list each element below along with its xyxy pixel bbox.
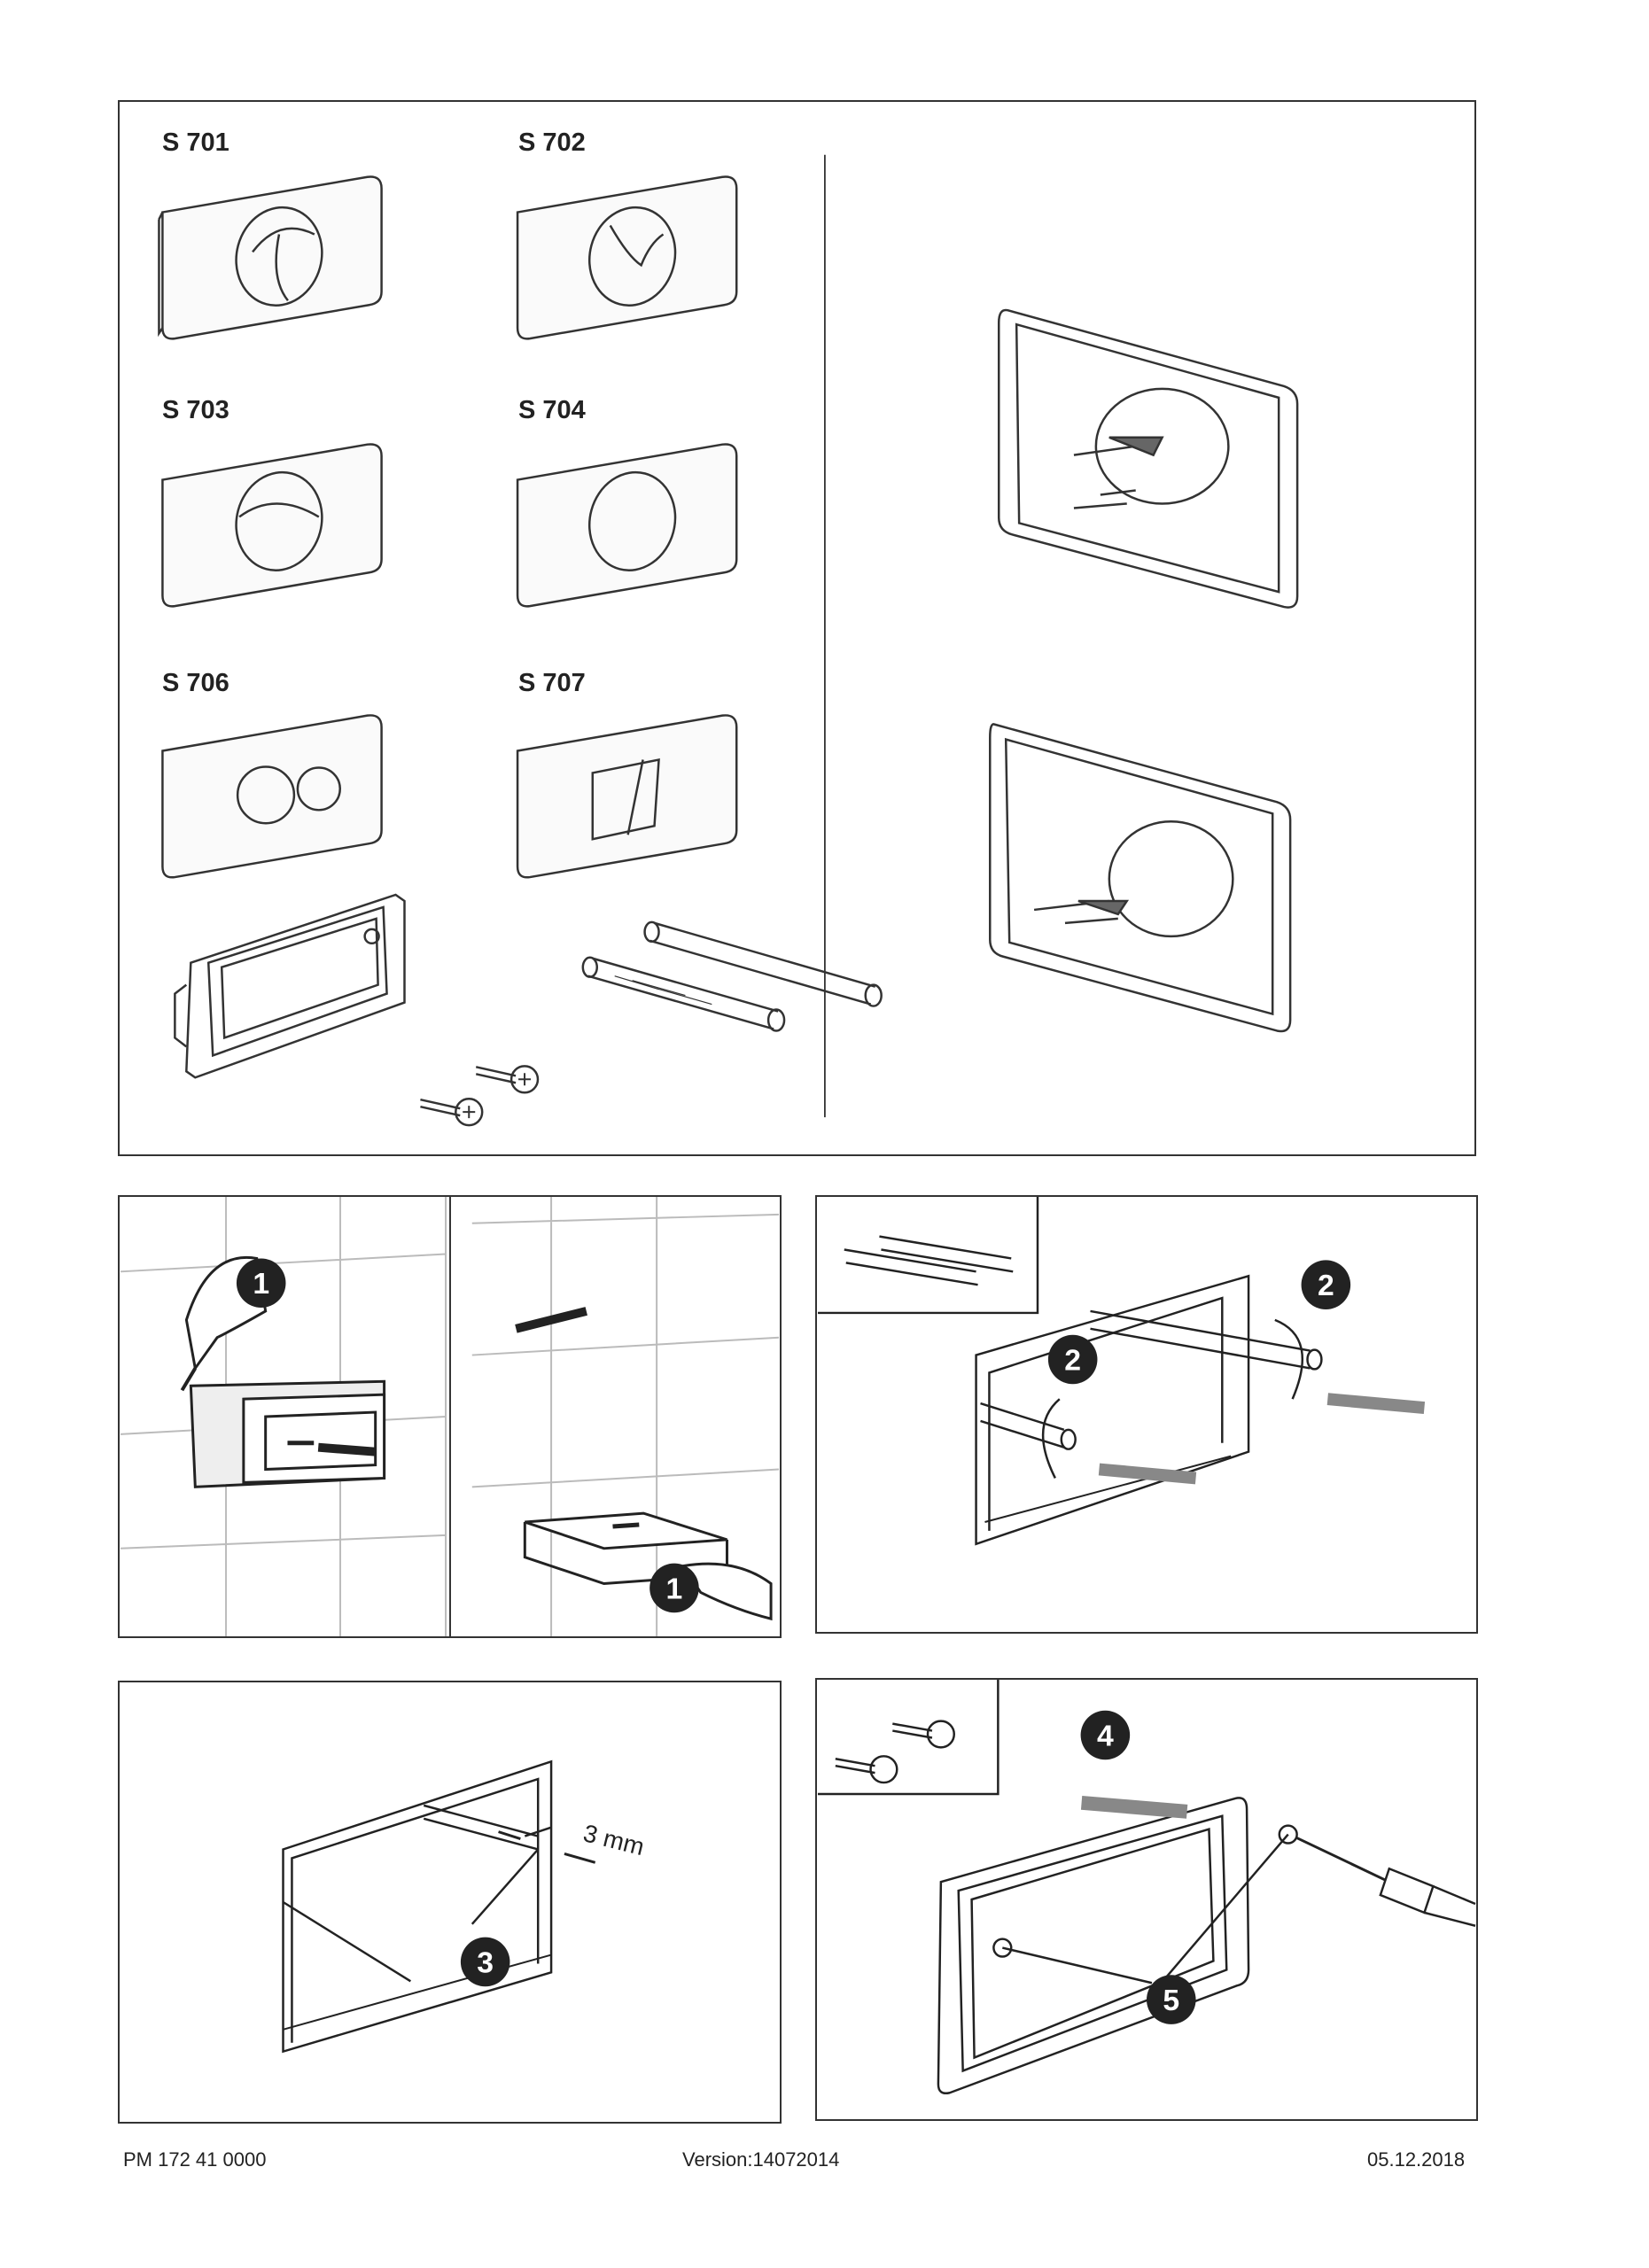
step45-illustration: 4 5 (817, 1680, 1476, 2094)
step1-panel: 1 1 (118, 1195, 782, 1638)
step45-panel: 4 5 (815, 1678, 1478, 2121)
screws-image (420, 1065, 540, 1127)
overview-illustration (158, 154, 1299, 1127)
footer-version: Version:14072014 (682, 2148, 840, 2171)
plate-s702-image (516, 175, 738, 340)
plate-s707-image (516, 714, 738, 879)
plate-label-s704: S 704 (518, 396, 586, 424)
step1-illustration: 1 1 (120, 1197, 780, 1636)
actuator-frame-bottom-image (989, 723, 1292, 1033)
mounting-frame-image (174, 893, 406, 1079)
plate-label-s706: S 706 (162, 669, 229, 697)
threaded-rods-image (581, 920, 883, 1032)
plate-s703-image (161, 443, 383, 608)
step2-illustration: 2 2 (818, 1197, 1426, 1546)
step5-number: 5 (1163, 1984, 1179, 2017)
plate-s706-image (161, 714, 383, 879)
step1a-number: 1 (253, 1267, 269, 1301)
overview-panel: S 701 S 702 S 703 S 704 S 706 S 707 (118, 100, 1476, 1156)
step1b-number: 1 (666, 1572, 683, 1605)
step3-illustration: 3 3 mm (282, 1759, 647, 2054)
plate-label-s701: S 701 (162, 128, 229, 157)
step3-number: 3 (477, 1946, 494, 1979)
step2-panel: 2 2 (815, 1195, 1478, 1634)
step4-number: 4 (1097, 1719, 1114, 1752)
plate-s704-image (516, 443, 738, 608)
plate-s701-image (158, 175, 383, 340)
plate-label-s702: S 702 (518, 128, 586, 157)
step2b-number: 2 (1064, 1343, 1081, 1377)
plate-label-s703: S 703 (162, 396, 229, 424)
clearance-3mm-label: 3 mm (580, 1819, 647, 1860)
step3-panel: 3 3 mm (118, 1681, 782, 2124)
footer-part-number: PM 172 41 0000 (123, 2148, 267, 2171)
step2a-number: 2 (1318, 1269, 1334, 1302)
plate-label-s707: S 707 (518, 669, 586, 697)
actuator-frame-top-image (997, 308, 1299, 609)
footer-date: 05.12.2018 (1367, 2148, 1466, 2171)
